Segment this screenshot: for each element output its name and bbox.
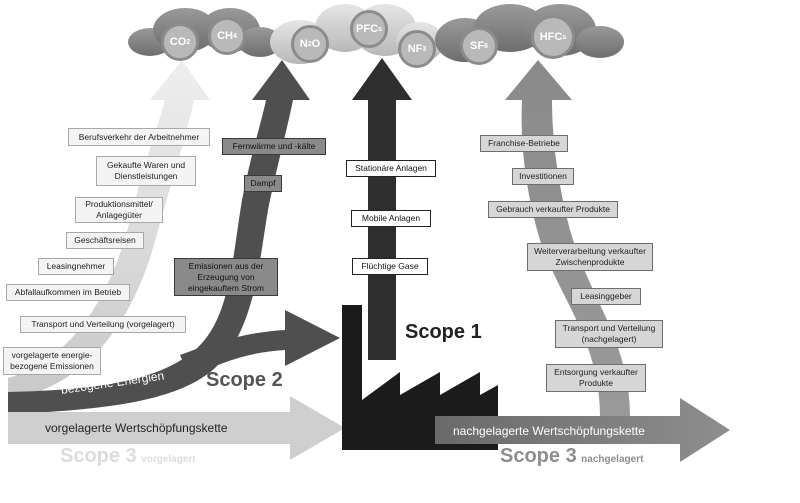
s3-up-item: Leasingnehmer — [38, 258, 114, 275]
scope3-downstream-title: Scope 3 — [500, 445, 577, 467]
s3-up-item: Gekaufte Waren und Dienstleistungen — [96, 156, 196, 186]
scope3-upstream-sub: vorgelagert — [141, 454, 196, 465]
scope2-arrow — [8, 60, 310, 414]
s3-down-item: Franchise-Betriebe — [480, 135, 568, 152]
cloud-left — [128, 8, 282, 57]
energy-arrow — [180, 310, 340, 378]
s3-up-item: Produktionsmittel/ Anlagegüter — [75, 197, 163, 223]
s1-item: Stationäre Anlagen — [346, 160, 436, 177]
scope3-downstream-sub: nachgelagert — [581, 454, 644, 465]
s3-up-item: vorgelagerte energie- bezogene Emissione… — [3, 347, 101, 375]
s3-down-item: Transport und Verteilung (nachgelagert) — [555, 320, 663, 348]
s3-down-item: Entsorgung verkaufter Produkte — [546, 364, 646, 392]
scope2-label: Scope 2 — [206, 369, 283, 391]
downstream-chain-label: nachgelagerte Wertschöpfungskette — [453, 424, 645, 438]
s1-item: Mobile Anlagen — [351, 210, 431, 227]
s3-down-item: Gebrauch verkaufter Produkte — [488, 201, 618, 218]
scope3-downstream-label: Scope 3 nachgelagert — [500, 445, 643, 468]
s3-down-item: Leasinggeber — [571, 288, 641, 305]
s2-item: Fernwärme und -kälte — [222, 138, 326, 155]
upstream-chain-label: vorgelagerte Wertschöpfungskette — [45, 421, 228, 435]
upstream-chain-arrow — [8, 396, 345, 460]
s3-down-item: Investitionen — [512, 168, 574, 185]
s3-down-item: Weiterverarbeitung verkaufter Zwischenpr… — [527, 243, 653, 271]
s2-item: Dampf — [244, 175, 282, 192]
s3-up-item: Berufsverkehr der Arbeitnehmer — [68, 128, 210, 146]
downstream-chain-arrow — [435, 398, 730, 462]
scope1-arrow — [352, 58, 412, 360]
s3-up-item: Transport und Verteilung (vorgelagert) — [20, 316, 186, 333]
scope3-upstream-title: Scope 3 — [60, 445, 137, 467]
s1-item: Flüchtige Gase — [352, 258, 428, 275]
factory-icon — [342, 305, 498, 450]
scope3-upstream-label: Scope 3 vorgelagert — [60, 445, 196, 468]
s3-up-item: Geschäftsreisen — [66, 232, 144, 249]
s2-item: Emissionen aus der Erzeugung von eingeka… — [174, 258, 278, 296]
s3-up-item: Abfallaufkommen im Betrieb — [6, 284, 130, 301]
scope1-label: Scope 1 — [405, 321, 482, 343]
